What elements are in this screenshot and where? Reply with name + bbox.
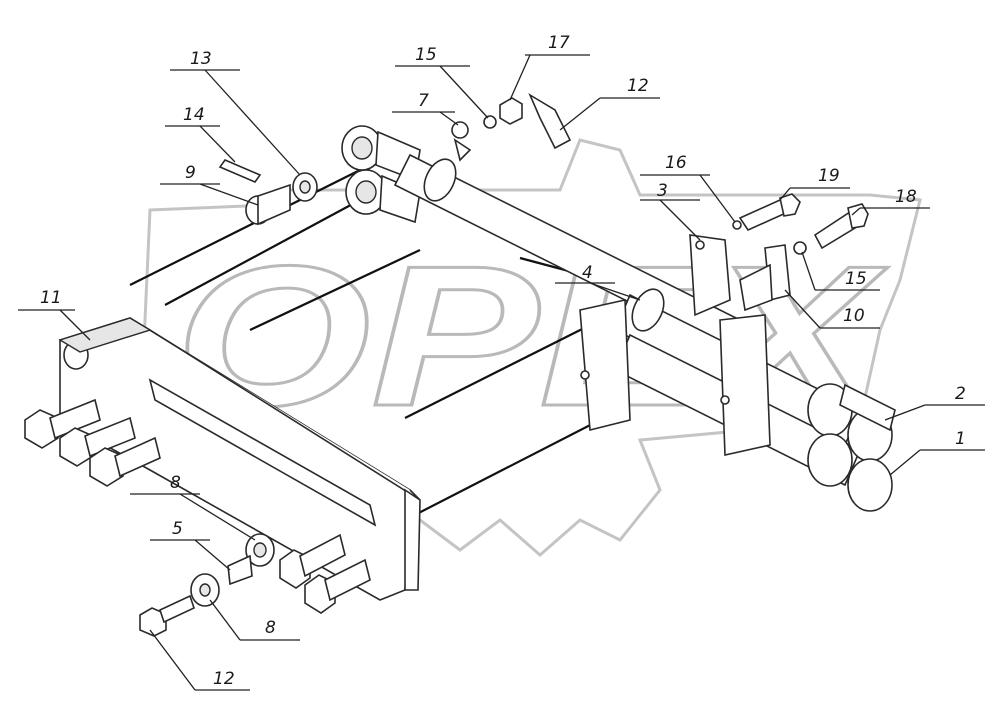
left-bolts (24, 398, 161, 487)
callout-13: 13 (190, 49, 212, 69)
callout-1: 1 (955, 429, 966, 449)
callout-4: 4 (582, 263, 593, 283)
top-fittings (451, 93, 572, 162)
callout-2: 2 (955, 384, 966, 404)
right-plate-bolts (279, 533, 371, 614)
leader-lines (18, 54, 985, 691)
mounting-bracket (739, 244, 791, 312)
left-small-parts (218, 159, 318, 226)
callout-12-bottom: 12 (213, 669, 235, 689)
clamp-brackets (579, 234, 771, 456)
callout-8-bottom: 8 (265, 618, 276, 638)
callout-8-left: 8 (170, 473, 181, 493)
bottom-small-parts (139, 533, 275, 637)
callout-11: 11 (40, 288, 62, 308)
callout-15-top: 15 (415, 45, 437, 65)
callout-12-top: 12 (627, 76, 649, 96)
rod-eyes (341, 125, 421, 224)
callout-18: 18 (895, 187, 917, 207)
frame-plate (58, 317, 421, 601)
callout-7: 7 (418, 91, 429, 111)
end-caps (807, 383, 896, 512)
top-right-bolts (732, 193, 869, 255)
callout-19: 19 (818, 166, 840, 186)
callout-5: 5 (172, 519, 183, 539)
callout-15-right: 15 (845, 269, 867, 289)
callout-labels: 13 14 9 11 15 7 17 12 16 3 19 18 4 15 10… (40, 33, 966, 689)
callout-3: 3 (657, 181, 668, 201)
callout-17: 17 (548, 33, 570, 53)
callout-14: 14 (183, 105, 205, 125)
callout-16: 16 (665, 153, 687, 173)
callout-9: 9 (185, 163, 196, 183)
callout-10: 10 (843, 306, 865, 326)
